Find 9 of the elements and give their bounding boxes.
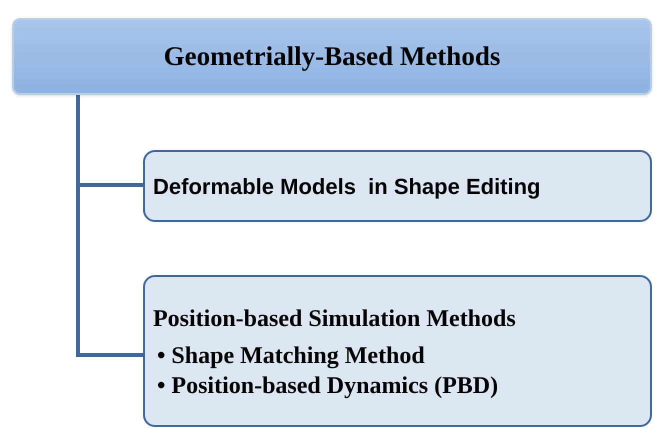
method-text: Deformable Models in Shape Editing xyxy=(153,172,540,201)
title-text: Geometrially-Based Methods xyxy=(164,40,500,74)
method-box xyxy=(143,150,652,222)
method-box xyxy=(143,275,652,427)
method-heading: Position-based Simulation Methods xyxy=(153,305,517,334)
bullet-item: • Position-based Dynamics (PBD) xyxy=(157,372,500,401)
connector-line xyxy=(76,95,143,357)
title-box xyxy=(12,18,652,95)
bullet-item: • Shape Matching Method xyxy=(157,342,426,371)
